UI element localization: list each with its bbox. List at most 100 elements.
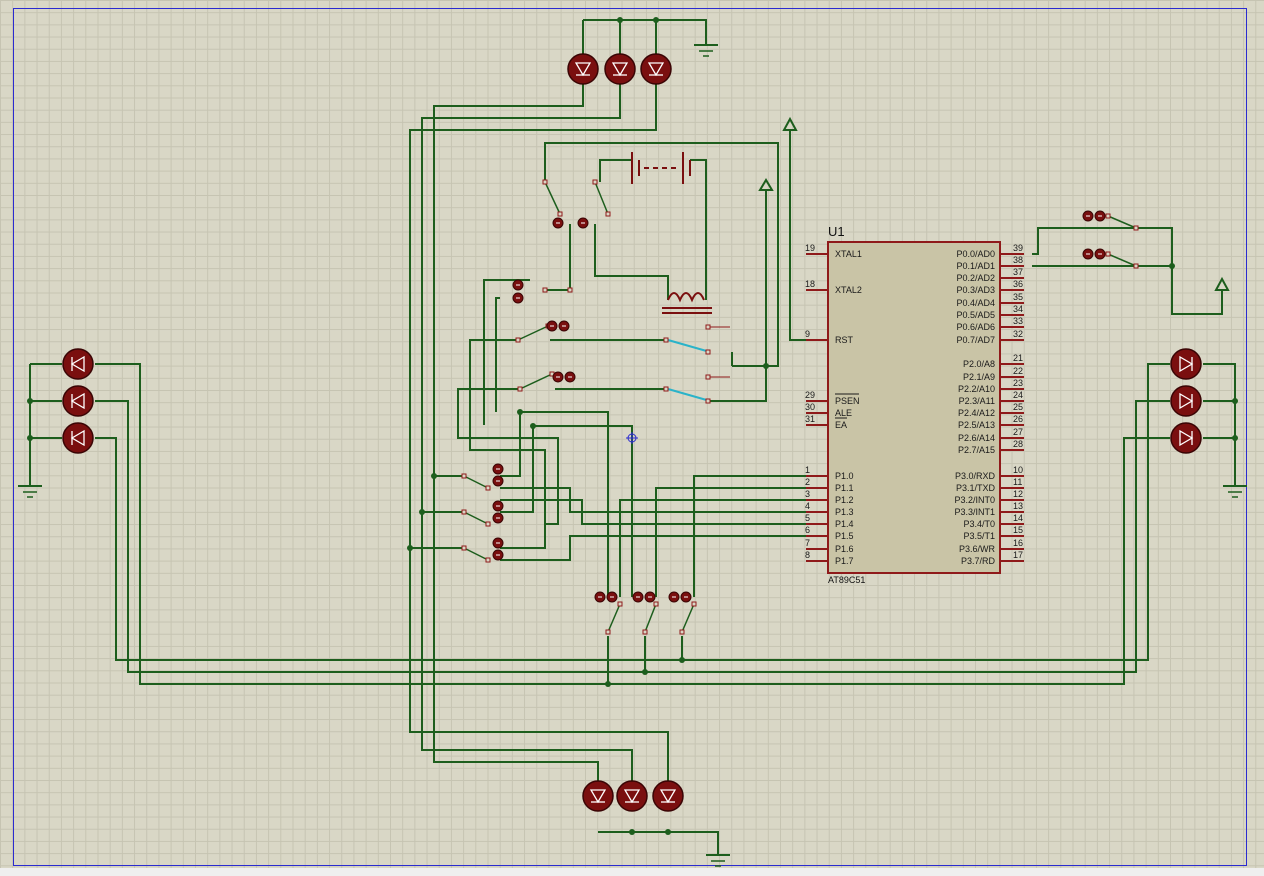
pin-label: P1.7 bbox=[835, 556, 854, 566]
pin-number: 9 bbox=[805, 329, 810, 339]
pin-number: 29 bbox=[805, 390, 815, 400]
chip-body[interactable] bbox=[827, 241, 1001, 574]
pin-number: 36 bbox=[1013, 279, 1023, 289]
switch-5[interactable] bbox=[632, 591, 659, 635]
chip-pin-p1-0[interactable]: 1P1.0 bbox=[805, 465, 854, 481]
led-bottom-2[interactable] bbox=[616, 780, 648, 812]
switch-7[interactable] bbox=[515, 320, 570, 343]
switch-3[interactable] bbox=[461, 537, 504, 563]
pin-label: P1.3 bbox=[835, 507, 854, 517]
led-bottom-1[interactable] bbox=[582, 780, 614, 812]
pin-number: 10 bbox=[1013, 465, 1023, 475]
pin-label: XTAL2 bbox=[835, 285, 862, 295]
pin-number: 3 bbox=[805, 489, 810, 499]
switch-9[interactable] bbox=[512, 279, 573, 304]
chip-pin-p1-7[interactable]: 8P1.7 bbox=[805, 550, 854, 566]
pin-number: 24 bbox=[1013, 390, 1023, 400]
pin-label: P2.0/A8 bbox=[963, 359, 995, 369]
switch-4[interactable] bbox=[594, 591, 623, 635]
microcontroller[interactable]: U1 AT89C51 19XTAL118XTAL29RST29PSEN30ALE… bbox=[805, 224, 1024, 585]
led-left-2[interactable] bbox=[62, 385, 94, 417]
pin-label: P1.6 bbox=[835, 544, 854, 554]
chip-pin-p1-5[interactable]: 6P1.5 bbox=[805, 525, 854, 541]
led-left-1[interactable] bbox=[62, 348, 94, 380]
led-top-2[interactable] bbox=[604, 53, 636, 85]
chip-pin-p1-4[interactable]: 5P1.4 bbox=[805, 513, 854, 529]
led-left-3[interactable] bbox=[62, 422, 94, 454]
pin-label: P1.2 bbox=[835, 495, 854, 505]
chip-pin-p1-6[interactable]: 7P1.6 bbox=[805, 538, 854, 554]
led-right-3[interactable] bbox=[1170, 422, 1202, 454]
pin-label: P2.1/A9 bbox=[963, 372, 995, 382]
switch-6[interactable] bbox=[668, 591, 697, 635]
power-terminal-rst bbox=[782, 116, 798, 131]
pin-number: 31 bbox=[805, 414, 815, 424]
switch-11[interactable] bbox=[592, 179, 611, 217]
pin-number: 15 bbox=[1013, 525, 1023, 535]
switch-13[interactable] bbox=[1082, 248, 1139, 269]
power-terminal-relay bbox=[758, 178, 774, 191]
pin-number: 22 bbox=[1013, 366, 1023, 376]
switch-8[interactable] bbox=[517, 371, 576, 392]
chip-pin-p1-3[interactable]: 4P1.3 bbox=[805, 501, 854, 517]
pin-label: P1.5 bbox=[835, 531, 854, 541]
pin-number: 14 bbox=[1013, 513, 1023, 523]
chip-pin-p1-2[interactable]: 3P1.2 bbox=[805, 489, 854, 505]
switch-1[interactable] bbox=[461, 463, 504, 491]
pin-label: P0.0/AD0 bbox=[956, 249, 995, 259]
led-top-1[interactable] bbox=[567, 53, 599, 85]
switch-12[interactable] bbox=[1082, 210, 1139, 231]
pin-number: 1 bbox=[805, 465, 810, 475]
pin-number: 17 bbox=[1013, 550, 1023, 560]
led-bottom-3[interactable] bbox=[652, 780, 684, 812]
switch-2[interactable] bbox=[461, 500, 504, 527]
power-terminal-right bbox=[1214, 276, 1230, 291]
pin-number: 33 bbox=[1013, 316, 1023, 326]
pin-label: P3.3/INT1 bbox=[954, 507, 995, 517]
switch-10[interactable] bbox=[542, 179, 589, 229]
pin-label: P3.2/INT0 bbox=[954, 495, 995, 505]
pin-label: P0.5/AD5 bbox=[956, 310, 995, 320]
led-top-3[interactable] bbox=[640, 53, 672, 85]
chip-pin-p1-1[interactable]: 2P1.1 bbox=[805, 477, 854, 493]
pin-number: 30 bbox=[805, 402, 815, 412]
pin-number: 28 bbox=[1013, 439, 1023, 449]
led-right-1[interactable] bbox=[1170, 348, 1202, 380]
led-right-2[interactable] bbox=[1170, 385, 1202, 417]
leds bbox=[62, 53, 1202, 812]
relay-contact-2 bbox=[667, 388, 711, 402]
status-strip bbox=[0, 868, 1264, 876]
pin-label: P2.4/A12 bbox=[958, 408, 995, 418]
ground-symbol-right bbox=[1223, 485, 1247, 498]
